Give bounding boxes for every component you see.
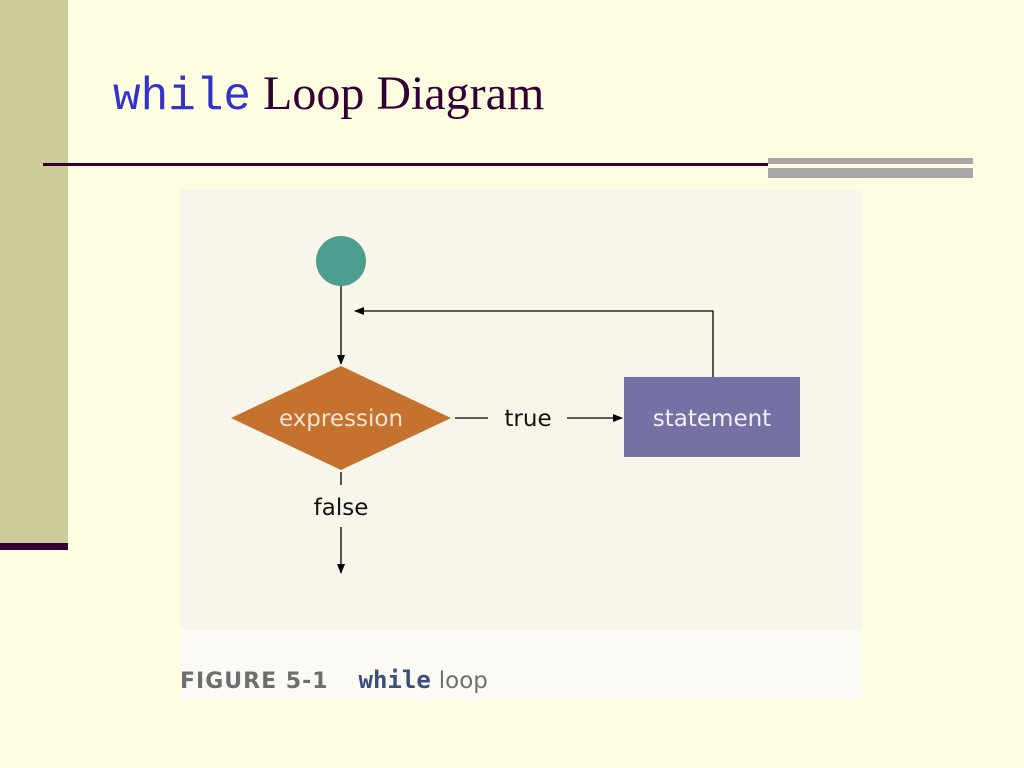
decision-label: expression — [279, 406, 403, 432]
start-node — [316, 236, 366, 286]
figure-caption: FIGURE 5-1 while loop — [180, 666, 488, 696]
while-loop-flowchart: expression true statement false — [231, 236, 800, 574]
left-accent-underline — [0, 543, 68, 550]
loop-back-line — [354, 307, 714, 377]
false-label: false — [314, 495, 369, 521]
figure-panel: expression true statement false FIGURE 5… — [180, 189, 862, 700]
caption-band — [180, 629, 862, 700]
caption-figure-number: FIGURE 5-1 — [180, 669, 329, 694]
decision-diamond — [231, 366, 451, 470]
title-keyword: while — [113, 71, 252, 123]
slide-title: while Loop Diagram — [113, 66, 544, 130]
caption-keyword: while — [358, 666, 431, 694]
divider-accent — [768, 158, 973, 178]
caption-text: loop — [438, 668, 488, 694]
title-divider — [43, 163, 973, 166]
left-accent-band — [0, 0, 68, 548]
diagram-area: expression true statement false — [180, 189, 862, 629]
title-text: Loop Diagram — [263, 67, 545, 120]
true-label: true — [504, 406, 551, 432]
statement-label: statement — [653, 406, 771, 432]
statement-box — [624, 377, 800, 457]
